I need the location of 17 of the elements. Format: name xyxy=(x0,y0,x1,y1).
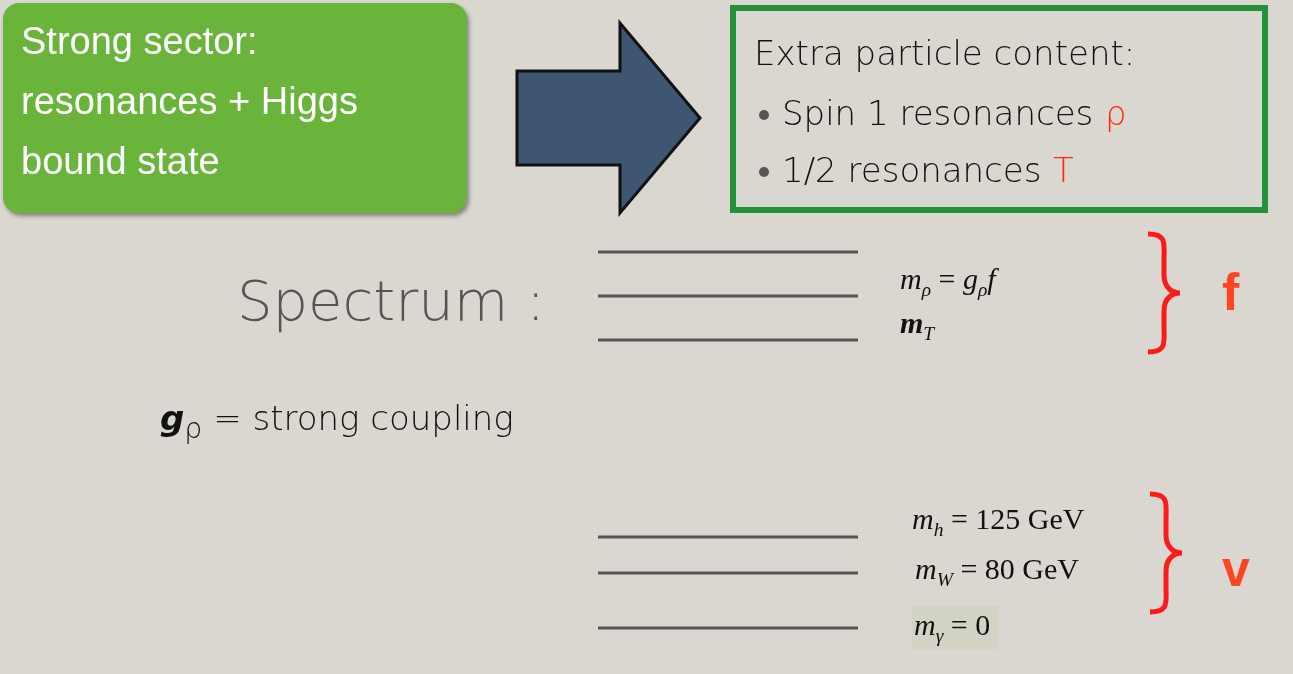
formula: m$_{h}$ = 125 GeV xyxy=(912,502,1085,541)
symbol-label: T xyxy=(1053,150,1074,190)
panel-heading: Extra particle content: xyxy=(754,33,1136,73)
scale-label: f xyxy=(1222,262,1240,322)
formula: m$_{W}$ = 80 GeV xyxy=(915,552,1079,591)
scale-label: v xyxy=(1222,540,1250,598)
block-arrow xyxy=(515,18,702,218)
formula: m$_{γ}$ = 0 xyxy=(912,606,999,649)
spectrum-label: Spectrum : xyxy=(237,268,546,333)
definition-text: g$_{ρ}$ = strong coupling xyxy=(160,398,514,445)
box-title: Strong sector: resonances + Higgs bound state xyxy=(21,19,359,184)
list-item: 1/2 resonances xyxy=(782,150,1042,190)
symbol-label: ρ xyxy=(1105,93,1127,133)
formula: m$_{T}$ xyxy=(900,306,935,345)
list-item: Spin 1 resonances xyxy=(782,93,1094,133)
process-box xyxy=(3,3,467,213)
info-panel xyxy=(730,5,1268,213)
